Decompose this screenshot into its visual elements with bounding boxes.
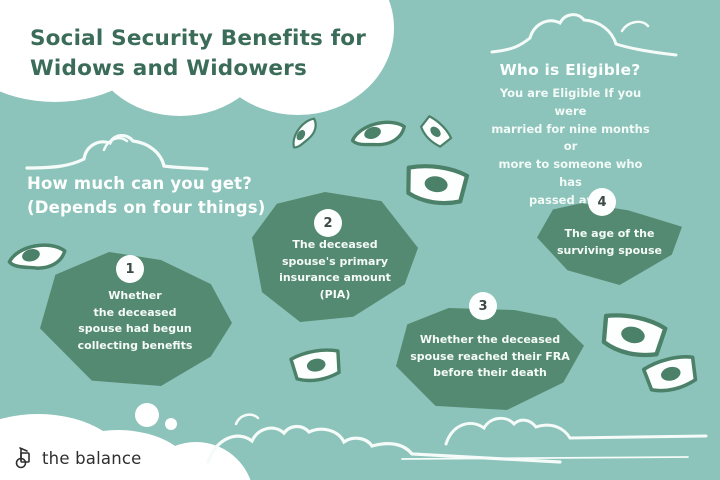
eligibility-body: You are Eligible If you were married for…: [491, 86, 650, 207]
factor-number-badge: 1: [116, 255, 144, 283]
factor-number: 3: [478, 298, 488, 314]
factor-number-badge: 4: [588, 188, 616, 216]
the-balance-logo-icon: [15, 447, 30, 469]
factor-text: The age of the surviving spouse: [556, 227, 663, 257]
cloud-outline-icon: [206, 413, 708, 464]
bottom-cloud: [0, 403, 251, 480]
dollar-bill-icon: [404, 163, 467, 206]
how-much-heading: How much can you get? (Depends on four t…: [27, 174, 266, 217]
eligibility-heading: Who is Eligible?: [499, 61, 641, 79]
dollar-bill-icon: [348, 117, 408, 151]
cloud-outline-icon: [25, 134, 209, 171]
factor-number: 1: [125, 261, 135, 277]
factor-text: Whether the deceased spouse had begun co…: [77, 289, 193, 352]
dollar-bill-icon: [599, 311, 666, 359]
factor-number-badge: 2: [314, 209, 342, 237]
factor-text: Whether the deceased spouse reached thei…: [410, 333, 570, 379]
page-title: Social Security Benefits for Widows and …: [30, 26, 367, 81]
brand-name: the balance: [42, 448, 142, 468]
factor-text: The deceased spouse's primary insurance …: [279, 238, 391, 301]
dollar-bill-icon: [286, 114, 323, 152]
dollar-bill-icon: [288, 345, 344, 386]
bubble-icon: [165, 418, 177, 430]
bubble-icon: [135, 403, 159, 427]
factor-number: 2: [323, 215, 333, 231]
brand-logo: the balance: [14, 446, 141, 470]
dollar-bill-icon: [640, 351, 701, 397]
top-cloud: [0, 0, 394, 116]
factor-number: 4: [597, 194, 607, 210]
cloud-outline-icon: [490, 13, 678, 57]
factor-number-badge: 3: [469, 292, 497, 320]
dollar-bill-icon: [416, 113, 454, 151]
dollar-bill-icon: [6, 241, 68, 272]
